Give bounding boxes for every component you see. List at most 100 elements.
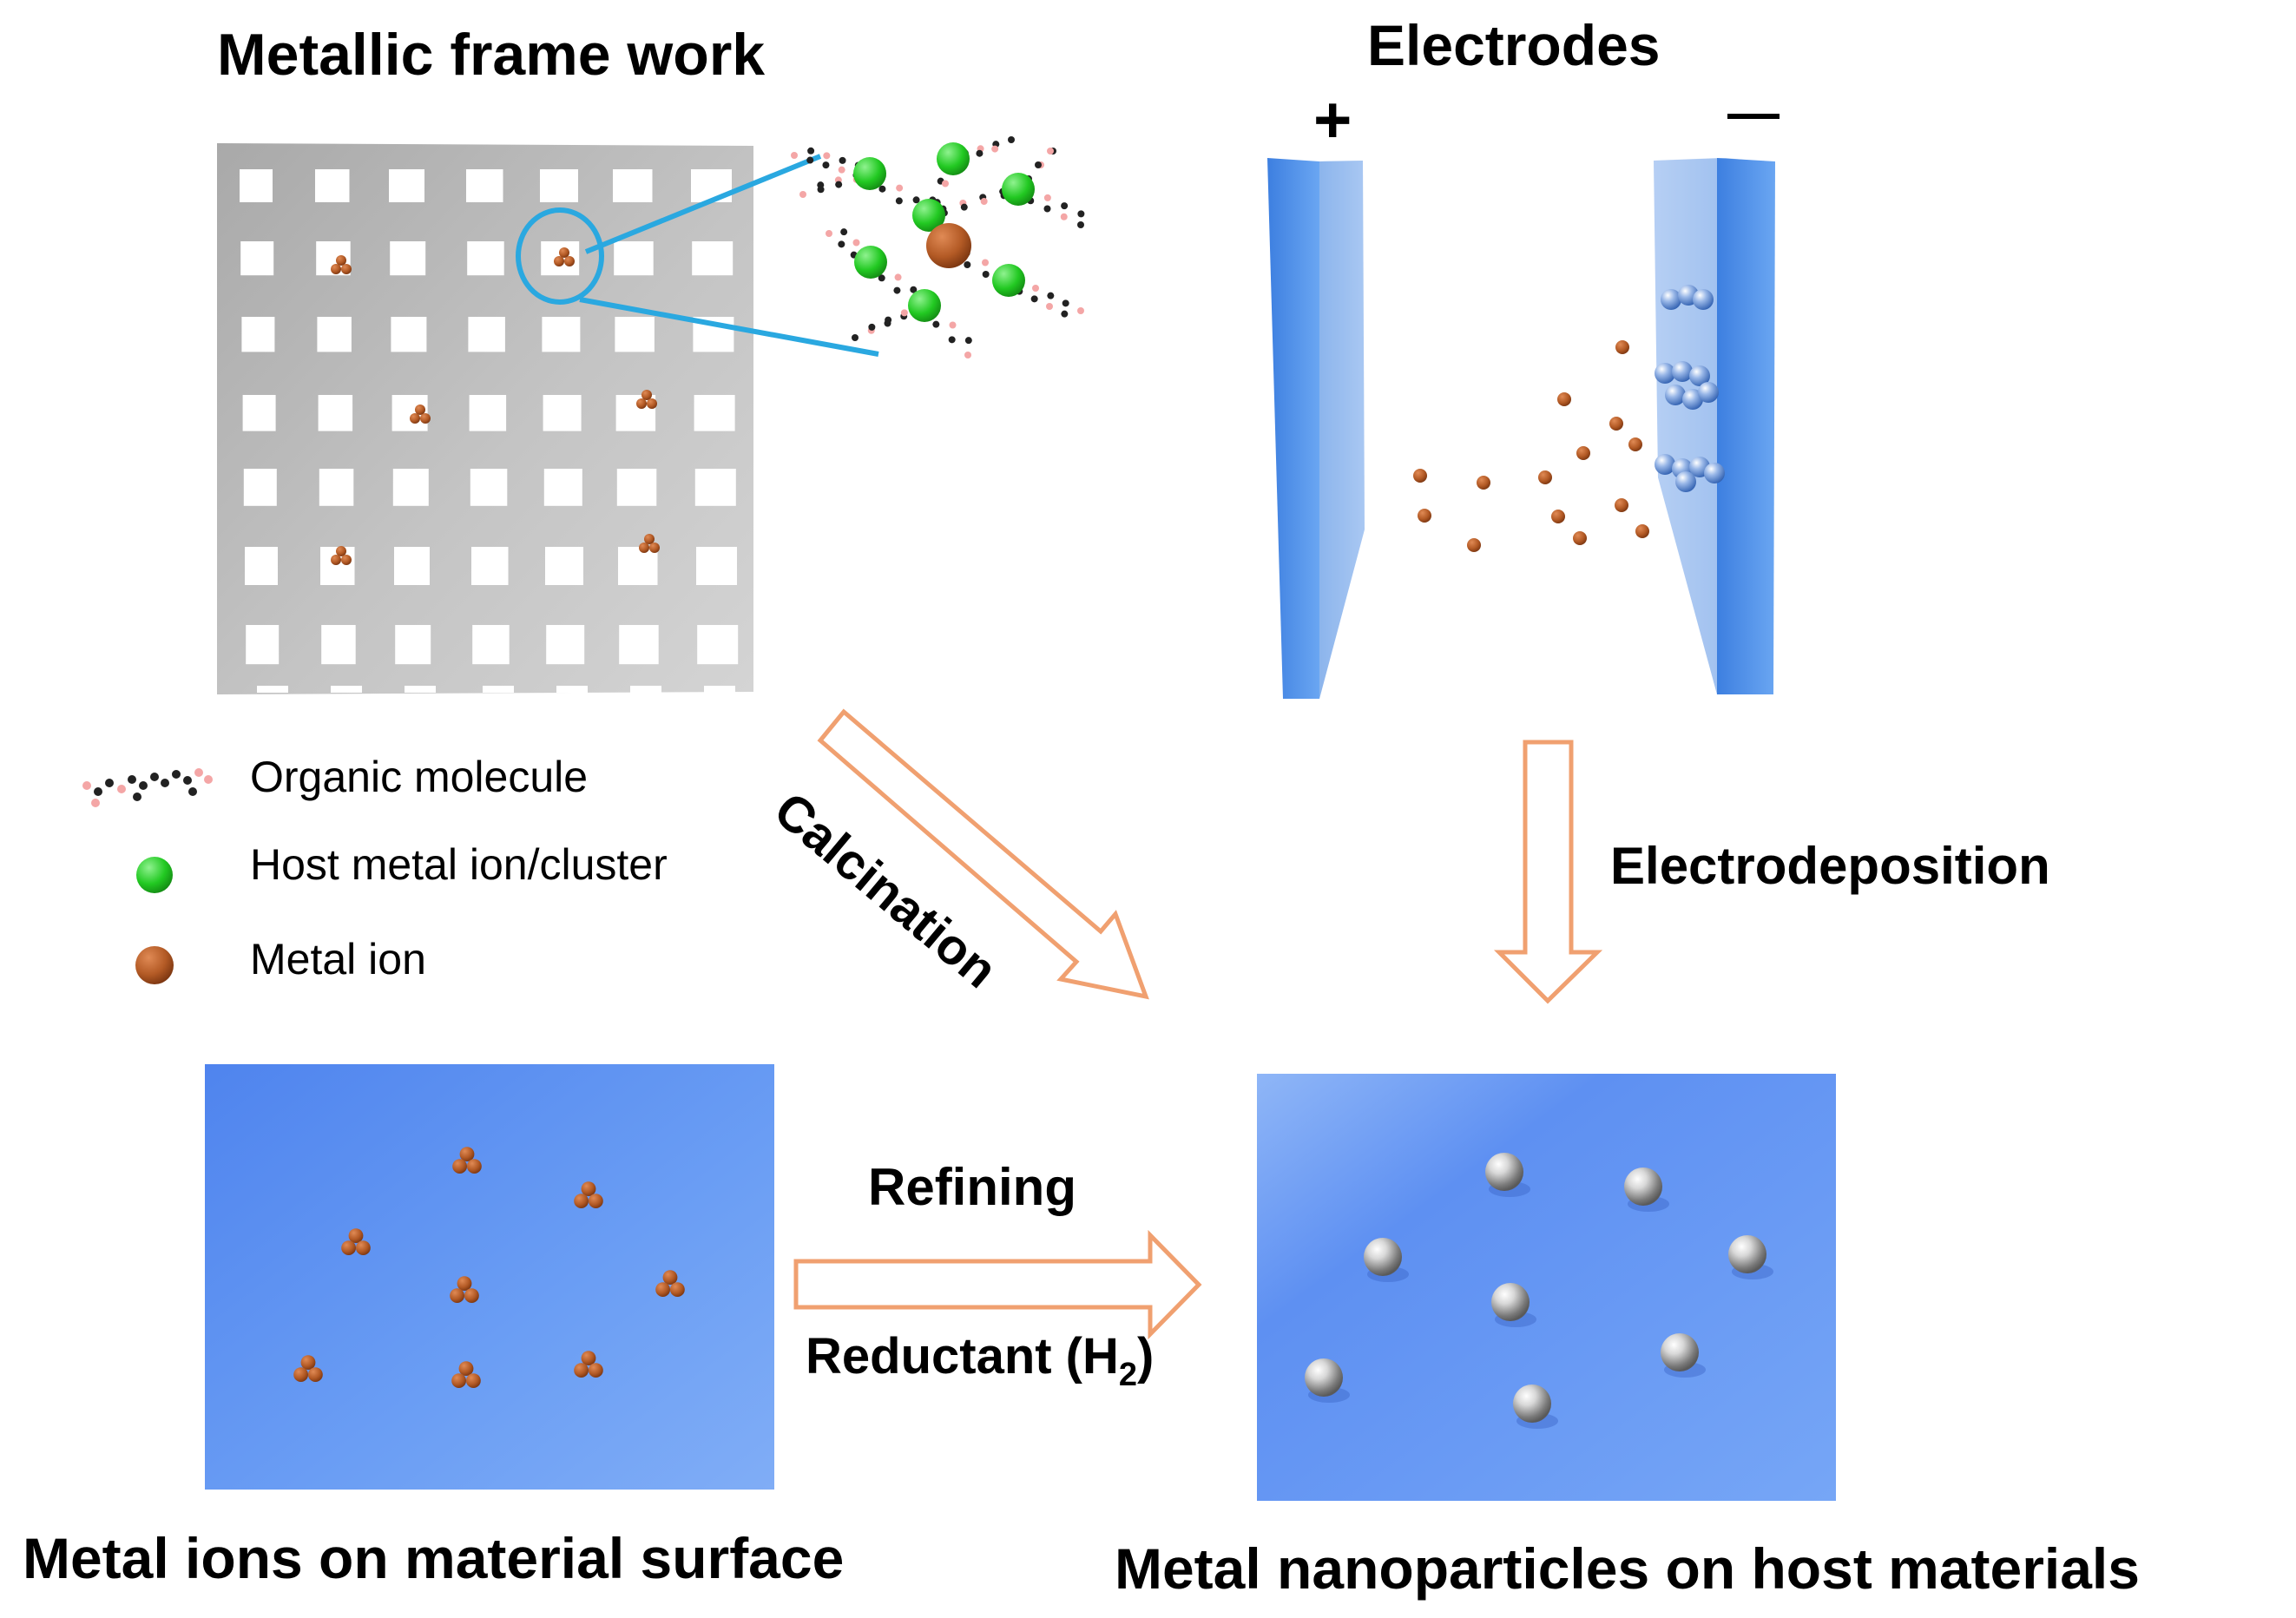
molecule-atom (893, 286, 901, 294)
molecule-atom (932, 320, 940, 328)
nanoparticle (1485, 1153, 1523, 1191)
legend-metal-label: Metal ion (250, 935, 426, 983)
molecule-atom (806, 156, 814, 164)
refining-label: Refining (868, 1158, 1076, 1216)
free-metal-ion (1467, 538, 1481, 552)
metal-ion-trio (554, 247, 575, 266)
free-metal-ion (1609, 417, 1623, 431)
free-metal-ion (1538, 470, 1552, 484)
pore (471, 547, 509, 585)
nanoparticle (1624, 1167, 1662, 1206)
pore (319, 469, 354, 506)
pore (616, 469, 657, 506)
nanoparticle-surface-panel (1257, 1074, 1836, 1501)
deposited-atom (1672, 361, 1693, 382)
deposited-atom (1689, 365, 1710, 386)
molecule-atom (964, 352, 971, 358)
surface-metal-ions (293, 1147, 685, 1388)
pore (240, 241, 274, 276)
molecule-atom (1035, 161, 1042, 168)
molecule-atom (1077, 307, 1084, 314)
metal-ion-trio (331, 255, 352, 274)
pore (694, 469, 736, 506)
pore (543, 469, 582, 506)
molecule-atom (942, 180, 949, 187)
pore (470, 469, 508, 506)
host-metal-ion (854, 246, 887, 279)
pore (317, 317, 352, 352)
molecule-atom (964, 337, 972, 345)
nanoparticle (1491, 1283, 1530, 1321)
molecule-atom (139, 781, 148, 790)
free-metal-ion (1477, 476, 1490, 490)
molecule-atom (1062, 299, 1069, 307)
molecule-atom (823, 152, 831, 160)
pore (241, 317, 275, 352)
pore (243, 469, 277, 506)
pore (540, 169, 578, 202)
molecule-atom (980, 198, 988, 205)
pore-edge (331, 686, 362, 693)
molecule-atom (188, 787, 197, 796)
molecule-atom (982, 259, 989, 266)
pore (321, 625, 356, 665)
pore-edge (556, 686, 588, 693)
molecule-atom (183, 776, 192, 785)
pore (543, 395, 582, 431)
free-metal-ion (1418, 509, 1431, 523)
sign-negative: — (1727, 83, 1780, 141)
pore (697, 625, 739, 665)
molecule-atom (896, 184, 904, 192)
zoom-callout (516, 154, 879, 357)
metal-ion-trio (655, 1270, 685, 1297)
molecule-atom (105, 779, 114, 787)
molecule-atom (1077, 221, 1084, 228)
metal-ion-trio (331, 546, 352, 565)
free-metal-ion (1635, 524, 1649, 538)
host-metal-ion (908, 289, 941, 322)
electrodeposition-arrow (1493, 740, 1603, 1004)
pore (469, 395, 507, 431)
molecule-atom (894, 273, 902, 281)
metal-ion-icon (135, 946, 174, 984)
pore (390, 241, 426, 276)
free-metal-ions (1413, 340, 1649, 552)
deposited-atom (1655, 363, 1675, 384)
deposited-atom (1693, 289, 1714, 310)
host-metal-ion (912, 199, 945, 232)
molecule-atom (799, 191, 806, 198)
molecule-atom (1030, 295, 1038, 303)
molecule-atom (900, 309, 908, 317)
pore (242, 395, 276, 431)
deposited-atom (1661, 289, 1681, 310)
molecule-atom (1008, 136, 1015, 143)
pore-edge (257, 686, 288, 693)
molecule-atom (1077, 210, 1085, 218)
metal-ion-trio (574, 1351, 603, 1378)
sign-positive: + (1313, 83, 1352, 157)
calcination-label: Calcination (764, 781, 1008, 999)
free-metal-ion (1557, 392, 1571, 406)
molecule-atom (94, 787, 102, 796)
refining-arrow (793, 1229, 1202, 1340)
free-metal-ion (1628, 437, 1642, 451)
central-metal-ion (926, 223, 971, 268)
pore-edge (630, 686, 661, 693)
molecule-atom (976, 149, 984, 157)
molecule-atom (82, 781, 91, 790)
molecule-atom (852, 239, 860, 247)
molecule-atom (885, 316, 892, 324)
pore (394, 547, 430, 585)
title-ions-surface: Metal ions on material surface (23, 1526, 844, 1590)
legend-organic-label: Organic molecule (250, 753, 588, 801)
reductant-label: Reductant (H2) (806, 1328, 1154, 1393)
molecule-atom (817, 186, 825, 194)
host-metal-ion (1002, 173, 1035, 206)
molecule-atom (949, 321, 957, 329)
molecule-atom (194, 768, 203, 777)
molecule-atom (1060, 213, 1068, 220)
pore (696, 547, 737, 585)
molecule-atom (838, 166, 845, 174)
molecule-atom (150, 773, 159, 781)
molecule-atom (791, 152, 798, 159)
